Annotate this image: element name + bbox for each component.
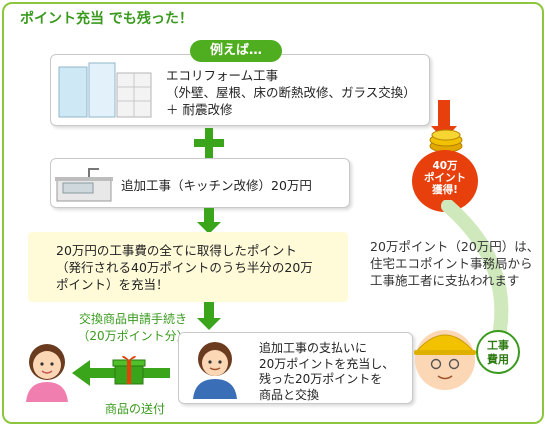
kitchen-text: 追加工事（キッチン改修）20万円	[121, 178, 312, 193]
points-applied-box: 20万円の工事費の全てに取得したポイント （発行される40万ポイントのうち半分の…	[28, 232, 348, 302]
contractor-avatar	[414, 330, 476, 390]
payment-flow-arrow	[441, 200, 509, 337]
eco-reform-line3: ＋ 耐震改修	[166, 102, 233, 117]
payment-explanation: 20万ポイント（20万円）は、 住宅エコポイント事務局から 工事施工者に支払われ…	[370, 238, 539, 289]
arrow-head-1	[197, 222, 221, 234]
payment-explanation-line3: 工事施工者に支払われます	[370, 273, 520, 288]
points-earned-line1: 40万	[432, 160, 458, 172]
kitchen-box: 追加工事（キッチン改修）20万円	[50, 158, 350, 208]
points-earned-line3: 獲得!	[432, 184, 458, 196]
exchange-label-line1: 交換商品申請手続き	[78, 312, 187, 326]
construction-cost-badge: 工事 費用	[476, 330, 520, 374]
orange-arrow-shaft	[438, 100, 450, 128]
eco-reform-line2: （外壁、屋根、床の断熱改修、ガラス交換）	[166, 85, 416, 100]
eco-reform-line1: エコリフォーム工事	[166, 68, 279, 83]
construction-cost-line1: 工事	[487, 339, 509, 352]
plus-icon	[194, 128, 224, 158]
exchange-box-line3: 残った20万ポイントを	[259, 372, 383, 386]
exchange-box-line1: 追加工事の支払いに	[259, 341, 368, 355]
points-applied-line2: （発行される40万ポイントのうち半分の20万	[56, 260, 313, 275]
exchange-label: 交換商品申請手続き （20万ポイント分）	[68, 310, 198, 344]
points-earned-text: 40万 ポイント 獲得!	[419, 160, 471, 196]
coin-stack-icon	[429, 129, 463, 153]
window-glass-icon	[58, 62, 152, 118]
arrow-shaft-1	[204, 208, 214, 224]
payment-explanation-line2: 住宅エコポイント事務局から	[370, 256, 533, 271]
kitchen-sink-icon	[55, 168, 113, 202]
exchange-box-line2: 20万ポイントを充当し、	[259, 356, 395, 371]
exchange-box: 追加工事の支払いに 20万ポイントを充当し、 残った20万ポイントを 商品と交換	[178, 332, 413, 404]
diagram-title: ポイント充当 でも残った！	[20, 11, 193, 27]
delivery-label: 商品の送付	[104, 402, 165, 416]
eco-reform-text: エコリフォーム工事 （外壁、屋根、床の断熱改修、ガラス交換） ＋ 耐震改修	[166, 67, 416, 118]
eco-reform-box: エコリフォーム工事 （外壁、屋根、床の断熱改修、ガラス交換） ＋ 耐震改修	[50, 54, 430, 126]
exchange-label-line2: （20万ポイント分）	[77, 329, 189, 343]
payment-explanation-line1: 20万ポイント（20万円）は、	[370, 239, 540, 254]
arrow-head-2	[197, 318, 221, 330]
gift-icon	[112, 355, 146, 385]
points-applied-text: 20万円の工事費の全てに取得したポイント （発行される40万ポイントのうち半分の…	[56, 242, 313, 293]
points-applied-line1: 20万円の工事費の全てに取得したポイント	[56, 243, 297, 258]
homeowner-avatar	[193, 342, 237, 399]
construction-cost-line2: 費用	[487, 353, 509, 366]
consumer-avatar	[26, 344, 68, 402]
points-applied-line3: ポイント）を充当！	[56, 277, 169, 292]
arrow-shaft-2	[204, 302, 214, 320]
exchange-box-line4: 商品と交換	[259, 387, 320, 402]
exchange-box-text: 追加工事の支払いに 20万ポイントを充当し、 残った20万ポイントを 商品と交換	[259, 341, 394, 403]
points-earned-line2: ポイント	[424, 172, 466, 184]
example-pill: 例えば…	[190, 40, 282, 62]
